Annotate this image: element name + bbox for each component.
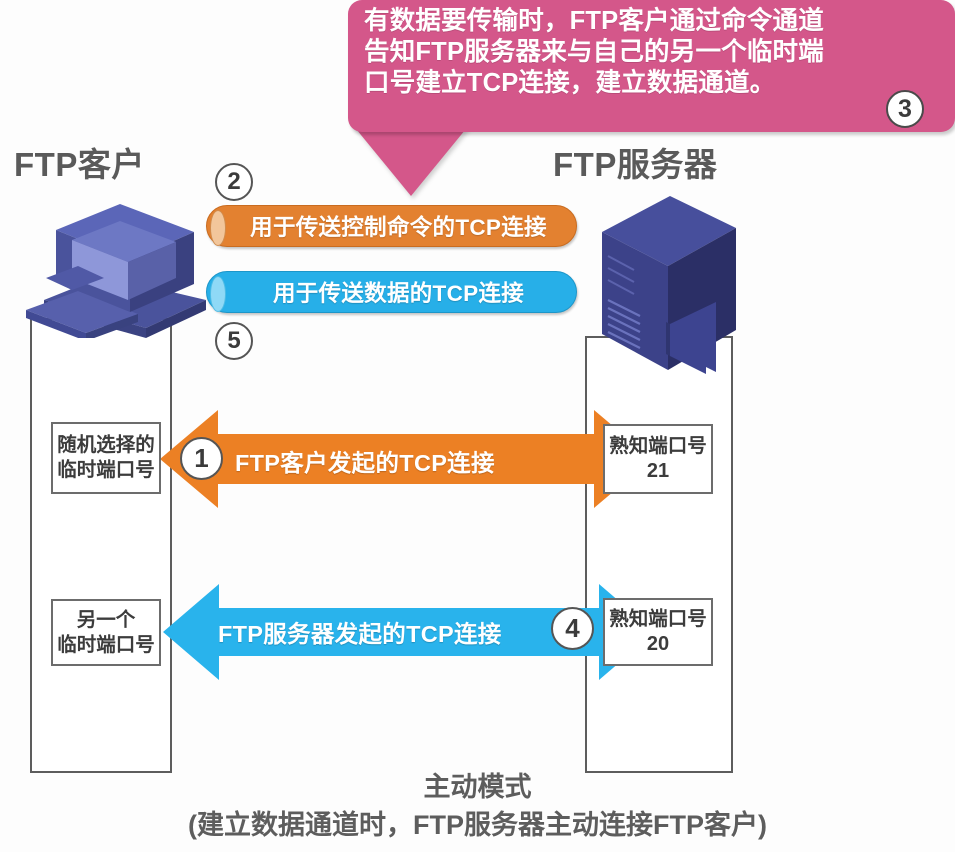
client-port-line2: 临时端口号 [57,633,155,656]
client-port-line2: 临时端口号 [57,459,155,481]
control-connection-label: FTP客户发起的TCP连接 [235,450,495,476]
server-well-known-port-box-21: 熟知端口号 21 [603,424,713,494]
client-port-line1: 随机选择的 [57,434,155,456]
double-arrow-blue-icon [163,584,655,680]
client-ephemeral-port-box-2: 另一个 临时端口号 [51,599,161,666]
server-title: FTP服务器 [553,146,718,183]
callout-bubble: 有数据要传输时，FTP客户通过命令通道 告知FTP服务器来与自己的另一个临时端 … [348,0,955,132]
pill-cap-icon [210,210,226,246]
step-badge-2: 2 [215,163,253,201]
mode-sub-caption: (建立数据通道时，FTP服务器主动连接FTP客户) [188,810,767,840]
legend-pill-control-label: 用于传送控制命令的TCP连接 [250,215,547,240]
server-lifeline [585,336,733,773]
desktop-computer-icon [26,204,206,338]
client-lifeline [30,318,172,773]
server-port-line1: 熟知端口号 [609,608,707,630]
data-connection-arrow: FTP服务器发起的TCP连接 [163,580,655,684]
legend-pill-data-connection: 用于传送数据的TCP连接 [206,271,577,313]
mode-caption: 主动模式 [423,772,532,802]
client-port-line1: 另一个 [76,608,136,631]
server-well-known-port-box-20: 熟知端口号 20 [603,598,713,666]
client-ephemeral-port-box-1: 随机选择的 临时端口号 [51,422,161,494]
server-tower-icon [602,196,736,374]
data-connection-label: FTP服务器发起的TCP连接 [218,621,502,647]
legend-pill-control-connection: 用于传送控制命令的TCP连接 [206,205,577,247]
client-title: FTP客户 [14,146,145,183]
double-arrow-orange-icon [160,410,652,508]
step-badge-4: 4 [551,607,594,650]
legend-pill-data-label: 用于传送数据的TCP连接 [272,281,525,306]
step-badge-3: 3 [886,90,924,128]
step-badge-5: 5 [215,322,253,360]
server-port-number: 20 [646,633,670,655]
callout-tail-icon [352,124,470,196]
control-connection-arrow: FTP客户发起的TCP连接 [160,404,652,514]
server-port-number: 21 [646,460,670,482]
pill-cap-icon [210,276,226,312]
callout-text: 有数据要传输时，FTP客户通过命令通道 告知FTP服务器来与自己的另一个临时端 … [364,7,824,97]
server-port-line1: 熟知端口号 [609,435,707,457]
step-badge-1: 1 [180,437,223,480]
